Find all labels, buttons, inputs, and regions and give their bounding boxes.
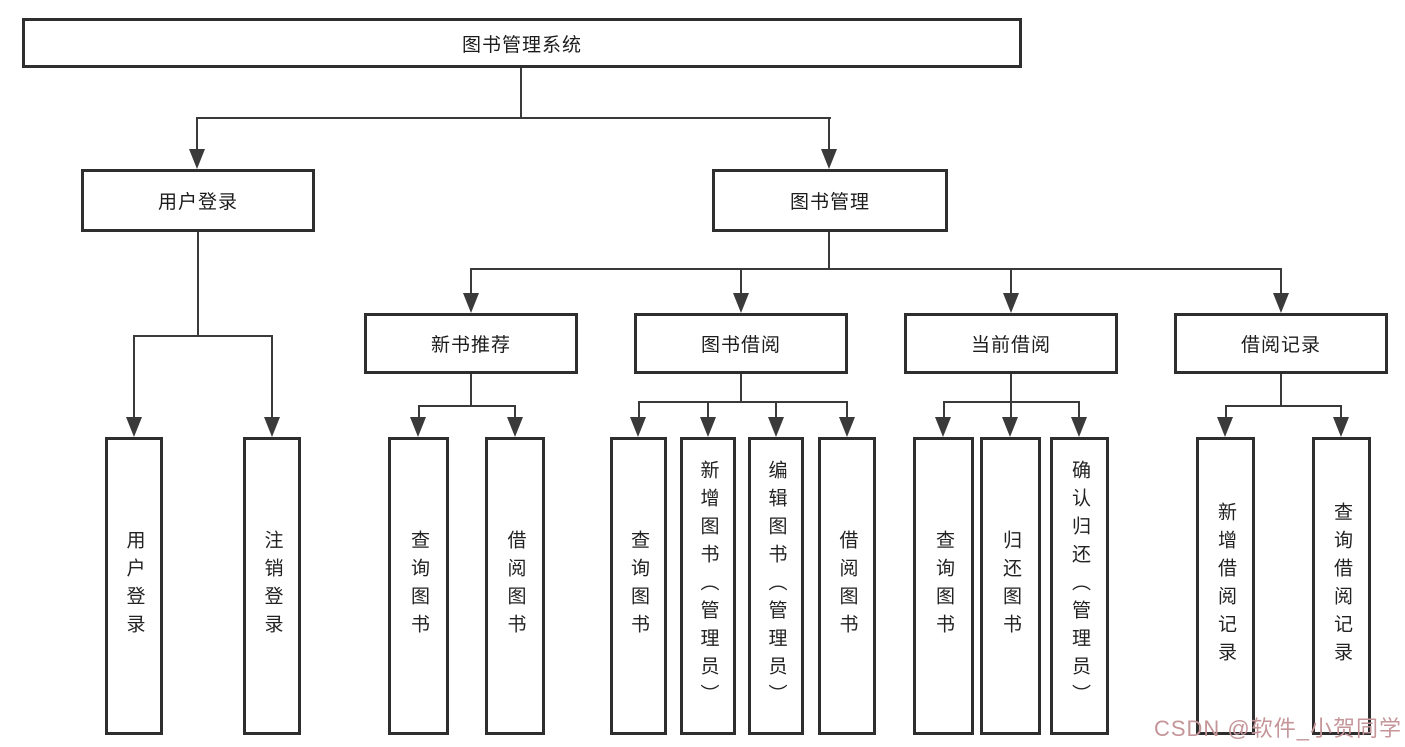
leaf-label: 查询图书 bbox=[628, 530, 649, 642]
connector-line bbox=[638, 401, 640, 419]
leaf-label: 借阅图书 bbox=[504, 530, 526, 642]
leaf-borrow-books-recommend: 借阅图书 bbox=[485, 437, 545, 735]
leaf-label: 查询借阅记录 bbox=[1331, 502, 1352, 670]
connector-line bbox=[1340, 405, 1342, 419]
connector-line bbox=[1225, 405, 1227, 419]
leaf-borrow-books-borrow: 借阅图书 bbox=[818, 437, 876, 735]
connector-line bbox=[418, 405, 420, 419]
connector-line bbox=[470, 374, 472, 406]
arrow-down-icon bbox=[935, 417, 951, 437]
leaf-edit-book-admin: 编辑图书（管理员） bbox=[748, 437, 804, 735]
connector-line bbox=[775, 401, 777, 419]
arrow-down-icon bbox=[1273, 293, 1289, 313]
leaf-add-borrow-record: 新增借阅记录 bbox=[1196, 437, 1255, 735]
arrow-down-icon bbox=[768, 417, 784, 437]
connector-line bbox=[196, 117, 831, 119]
node-user-login: 用户登录 bbox=[81, 169, 315, 232]
arrow-down-icon bbox=[264, 417, 280, 437]
leaf-label: 编辑图书（管理员） bbox=[765, 460, 787, 712]
leaf-label: 查询图书 bbox=[933, 530, 954, 642]
connector-line bbox=[197, 232, 199, 336]
connector-line bbox=[1078, 401, 1080, 419]
connector-line bbox=[828, 232, 830, 269]
arrow-down-icon bbox=[410, 417, 426, 437]
connector-line bbox=[470, 268, 472, 295]
connector-line bbox=[1280, 374, 1282, 406]
connector-line bbox=[638, 401, 848, 403]
leaf-add-book-admin: 新增图书（管理员） bbox=[680, 437, 736, 735]
arrow-down-icon bbox=[630, 417, 646, 437]
connector-line bbox=[196, 117, 198, 151]
leaf-label: 查询图书 bbox=[408, 530, 429, 642]
node-new-book-recommend: 新书推荐 bbox=[364, 313, 578, 374]
leaf-label: 新增借阅记录 bbox=[1215, 502, 1236, 670]
arrow-down-icon bbox=[821, 149, 837, 169]
connector-line bbox=[418, 405, 516, 407]
leaf-label: 注销登录 bbox=[261, 530, 283, 642]
connector-line bbox=[1010, 268, 1012, 295]
node-book-management: 图书管理 bbox=[712, 169, 948, 232]
node-root: 图书管理系统 bbox=[22, 18, 1022, 68]
arrow-down-icon bbox=[1333, 417, 1349, 437]
arrow-down-icon bbox=[189, 149, 205, 169]
arrow-down-icon bbox=[733, 293, 749, 313]
arrow-down-icon bbox=[1003, 293, 1019, 313]
connector-line bbox=[470, 268, 1282, 270]
arrow-down-icon bbox=[700, 417, 716, 437]
leaf-user-login: 用户登录 bbox=[105, 437, 163, 735]
node-current-borrow: 当前借阅 bbox=[904, 313, 1118, 374]
leaf-label: 用户登录 bbox=[123, 530, 145, 642]
leaf-query-books-current: 查询图书 bbox=[913, 437, 974, 735]
connector-line bbox=[133, 335, 135, 419]
connector-line bbox=[740, 374, 742, 402]
leaf-logout: 注销登录 bbox=[243, 437, 301, 735]
connector-line bbox=[514, 405, 516, 419]
connector-line bbox=[271, 335, 273, 419]
leaf-label: 借阅图书 bbox=[836, 530, 858, 642]
arrow-down-icon bbox=[839, 417, 855, 437]
connector-line bbox=[1010, 374, 1012, 402]
connector-line bbox=[133, 335, 273, 337]
leaf-query-books-recommend: 查询图书 bbox=[388, 437, 449, 735]
leaf-query-borrow-record: 查询借阅记录 bbox=[1312, 437, 1371, 735]
arrow-down-icon bbox=[1002, 417, 1018, 437]
connector-line bbox=[828, 117, 830, 151]
arrow-down-icon bbox=[126, 417, 142, 437]
connector-line bbox=[1010, 401, 1012, 419]
leaf-label: 确认归还（管理员） bbox=[1069, 460, 1090, 712]
leaf-return-book: 归还图书 bbox=[980, 437, 1041, 735]
connector-line bbox=[943, 401, 945, 419]
csdn-watermark: CSDN @软件_小贺同学 bbox=[1153, 716, 1402, 741]
node-book-borrow: 图书借阅 bbox=[634, 313, 848, 374]
arrow-down-icon bbox=[1071, 417, 1087, 437]
connector-line bbox=[740, 268, 742, 295]
arrow-down-icon bbox=[1217, 417, 1233, 437]
connector-line bbox=[1280, 268, 1282, 295]
leaf-query-books-borrow: 查询图书 bbox=[610, 437, 667, 735]
connector-line bbox=[520, 68, 522, 118]
leaf-label: 归还图书 bbox=[1000, 530, 1021, 642]
connector-line bbox=[846, 401, 848, 419]
arrow-down-icon bbox=[507, 417, 523, 437]
leaf-label: 新增图书（管理员） bbox=[697, 460, 719, 712]
node-borrow-records: 借阅记录 bbox=[1174, 313, 1388, 374]
connector-line bbox=[707, 401, 709, 419]
connector-line bbox=[1225, 405, 1342, 407]
leaf-confirm-return-admin: 确认归还（管理员） bbox=[1050, 437, 1109, 735]
arrow-down-icon bbox=[463, 293, 479, 313]
